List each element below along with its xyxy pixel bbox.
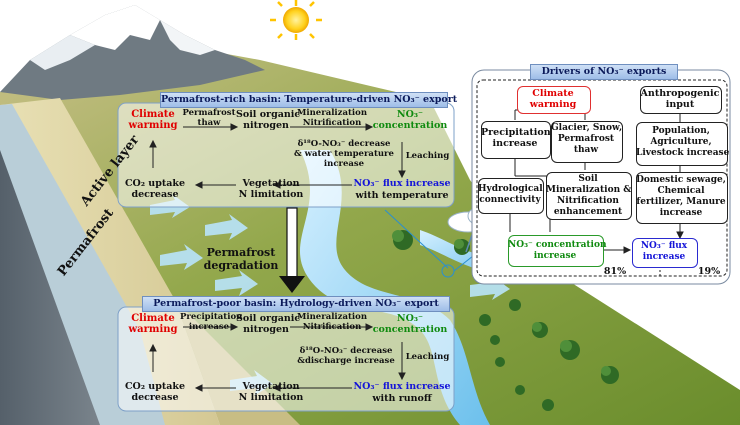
bottom-mineralization: Mineralization Nitrification xyxy=(296,312,367,332)
top-no3-concentration: NO₃⁻ concentration xyxy=(372,109,448,131)
bottom-panel-header: Permafrost-poor basin: Hydrology-driven … xyxy=(142,296,450,312)
driver-climate-box xyxy=(517,86,591,114)
driver-flux-box xyxy=(632,238,698,268)
bottom-vegetation: Vegetation N limitation xyxy=(238,381,304,403)
driver-population: Population, Agriculture, Livestock incre… xyxy=(636,126,730,158)
bottom-co2-uptake: CO₂ uptake decrease xyxy=(124,381,186,403)
driver-precipitation: Precipitation increase xyxy=(481,127,551,149)
driver-flux-increase: NO₃⁻ flux increase xyxy=(640,241,688,262)
bottom-soil-organic-nitrogen: Soil organic nitrogen xyxy=(236,313,301,335)
driver-population-box xyxy=(636,122,728,166)
bottom-no3-concentration: NO₃⁻ concentration xyxy=(372,313,448,335)
permafrost-degradation-label: Permafrost degradation xyxy=(203,246,279,272)
driver-glacier-box xyxy=(551,121,623,163)
top-soil-organic-nitrogen: Soil organic nitrogen xyxy=(236,109,301,131)
bottom-precipitation-increase: Precipitation increase xyxy=(180,312,243,332)
mountain-icon xyxy=(0,5,265,100)
driver-anthropogenic-box xyxy=(640,86,722,114)
driver-domestic-box xyxy=(636,172,728,224)
driver-glacier: Glacier, Snow, Permafrost thaw xyxy=(551,123,623,155)
driver-pct-left: 81% xyxy=(603,266,627,277)
bottom-flux-suffix: with runoff xyxy=(372,393,432,404)
driver-hydrological-box xyxy=(478,178,544,214)
driver-concentration-increase: NO₃⁻ concentration increase xyxy=(508,240,607,261)
top-vegetation: Vegetation N limitation xyxy=(238,178,304,200)
driver-pct-right: 19% xyxy=(697,266,721,277)
top-isotope-note: δ¹⁸O-NO₃⁻ decrease & water temperature i… xyxy=(294,139,394,169)
top-permafrost-thaw: Permafrost thaw xyxy=(182,108,236,128)
bottom-isotope-note: δ¹⁸O-NO₃⁻ decrease &discharge increase xyxy=(297,346,395,366)
sun-icon xyxy=(270,0,322,40)
bottom-climate-warming: Climate warming xyxy=(128,313,178,335)
top-panel-arrows xyxy=(149,123,406,189)
degradation-arrow xyxy=(279,207,305,293)
driver-climate-warming: Climate warming xyxy=(529,88,577,110)
driver-hydrological: Hydrological connectivity xyxy=(478,184,543,205)
driver-soil-mineralization: Soil Mineralization & Nitrification enha… xyxy=(546,174,632,217)
drivers-panel-header: Drivers of NO₃⁻ exports xyxy=(530,64,678,80)
top-flux-increase: NO₃⁻ flux increase xyxy=(353,178,451,189)
driver-domestic: Domestic sewage, Chemical fertilizer, Ma… xyxy=(636,175,726,218)
top-flux-suffix: with temperature xyxy=(355,190,449,201)
top-leaching: Leaching xyxy=(405,151,450,161)
top-mineralization: Mineralization Nitrification xyxy=(296,108,367,128)
permafrost-slab xyxy=(0,150,100,425)
driver-concentration-box xyxy=(508,235,604,267)
driver-soil-box xyxy=(546,172,632,220)
bottom-leaching: Leaching xyxy=(405,352,450,362)
top-climate-warming: Climate warming xyxy=(128,109,178,131)
bottom-panel-arrows xyxy=(149,323,406,392)
driver-precipitation-box xyxy=(481,121,551,159)
bottom-flux-increase: NO₃⁻ flux increase xyxy=(353,381,451,392)
driver-anthropogenic: Anthropogenic input xyxy=(640,88,720,110)
top-co2-uptake: CO₂ uptake decrease xyxy=(124,178,186,200)
top-panel-header: Permafrost-rich basin: Temperature-drive… xyxy=(160,92,457,108)
